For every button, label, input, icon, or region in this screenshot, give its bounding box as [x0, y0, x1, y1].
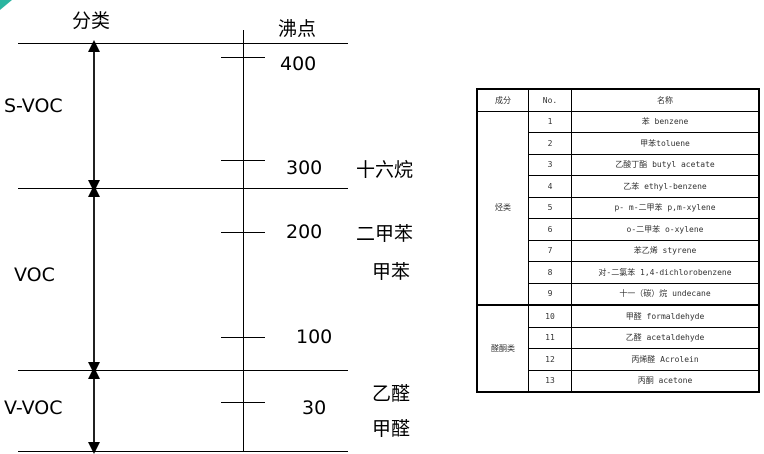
number-cell: 13: [528, 369, 572, 393]
category-vvoc: V-VOC: [4, 397, 63, 419]
name-cell: o-二甲苯 o-xylene: [571, 218, 760, 241]
name-cell: 甲苯toluene: [571, 132, 760, 155]
name-cell: 乙醛 acetaldehyde: [571, 326, 760, 349]
number-cell: 5: [528, 196, 572, 219]
tick-label: 300: [286, 157, 323, 179]
number-cell: 9: [528, 282, 572, 306]
name-cell: 对-二氯苯 1,4-dichlorobenzene: [571, 261, 760, 284]
number-cell: 8: [528, 261, 572, 284]
number-cell: 2: [528, 132, 572, 155]
corner-decoration: [0, 0, 12, 10]
divider-line: [18, 188, 348, 189]
tick-label: 100: [296, 326, 333, 348]
number-cell: 11: [528, 326, 572, 349]
header-component: 成分: [476, 88, 529, 112]
group-cell: 醛酮类: [476, 304, 529, 393]
header-no: No.: [528, 88, 572, 112]
number-cell: 3: [528, 153, 572, 176]
divider-line: [18, 43, 348, 44]
compound-label: 十六烷: [356, 159, 414, 181]
number-cell: 1: [528, 110, 572, 133]
name-cell: 甲醛 formaldehyde: [571, 304, 760, 328]
compound-label: 甲醛: [372, 418, 411, 440]
name-cell: 十一（碳）烷 undecane: [571, 282, 760, 306]
group-cell: 烃类: [476, 110, 529, 306]
divider-line: [18, 451, 348, 452]
boiling-point-header: 沸点: [278, 18, 317, 40]
tick-label: 400: [280, 53, 317, 75]
number-cell: 10: [528, 304, 572, 328]
name-cell: 乙酸丁酯 butyl acetate: [571, 153, 760, 176]
number-cell: 6: [528, 218, 572, 241]
name-cell: p- m-二甲苯 p,m-xylene: [571, 196, 760, 219]
tick-label: 30: [302, 397, 327, 419]
table-header: 成分 No. 名称: [476, 88, 760, 112]
boiling-axis: [243, 30, 244, 452]
tick: [221, 160, 265, 161]
tick: [221, 232, 265, 233]
compound-label: 乙醛: [372, 383, 411, 405]
category-voc: VOC: [14, 264, 55, 286]
name-cell: 苯 benzene: [571, 110, 760, 133]
divider-line: [18, 370, 348, 371]
compound-label: 二甲苯: [356, 223, 414, 245]
name-cell: 苯乙烯 styrene: [571, 239, 760, 262]
category-svoc: S-VOC: [4, 95, 63, 117]
category-header: 分类: [72, 10, 111, 32]
tick-label: 200: [286, 221, 323, 243]
compound-label: 甲苯: [372, 261, 411, 283]
header-name: 名称: [571, 88, 760, 112]
number-cell: 4: [528, 175, 572, 198]
tick: [221, 57, 265, 58]
name-cell: 丙烯醛 Acrolein: [571, 348, 760, 371]
tick: [221, 337, 265, 338]
name-cell: 丙酮 acetone: [571, 369, 760, 393]
number-cell: 7: [528, 239, 572, 262]
name-cell: 乙苯 ethyl-benzene: [571, 175, 760, 198]
range-arrows: [88, 40, 100, 454]
number-cell: 12: [528, 348, 572, 371]
tick: [221, 402, 265, 403]
